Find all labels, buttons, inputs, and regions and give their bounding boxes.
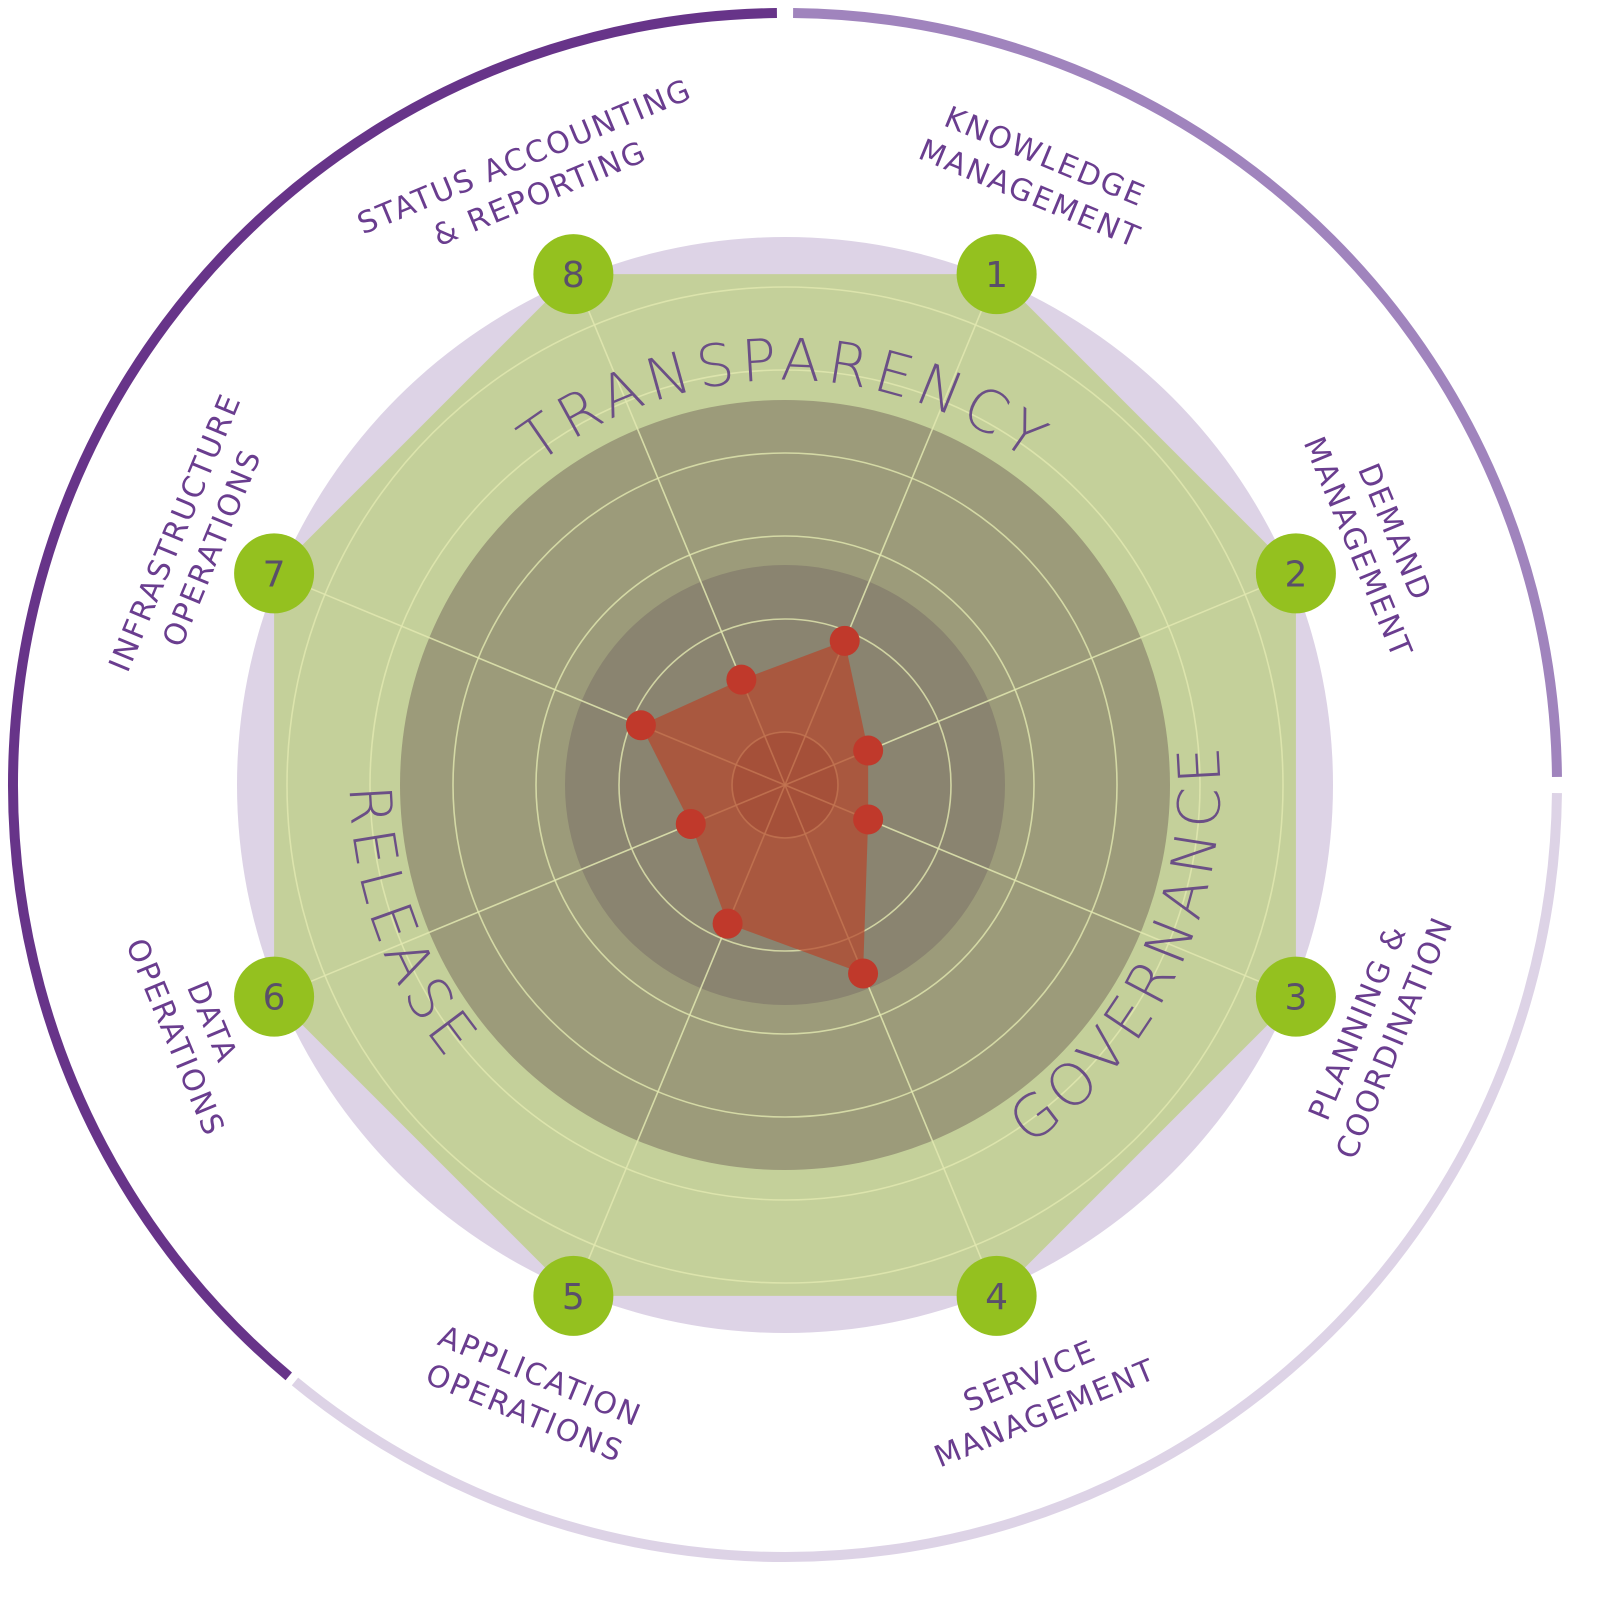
node-number: 7 (263, 554, 286, 595)
axis-node-6: 6 (234, 956, 315, 1037)
node-circle (956, 1255, 1037, 1336)
score-point (726, 664, 757, 695)
score-point (853, 735, 884, 766)
rim-arc-dark (8, 8, 777, 1381)
axis-node-2: 2 (1255, 533, 1336, 614)
axis-node-5: 5 (533, 1255, 614, 1336)
rim-arc-light (291, 793, 1562, 1563)
node-circle (234, 533, 315, 614)
grid-circle (535, 535, 1035, 1035)
grid-circle (618, 618, 952, 952)
score-point (625, 710, 656, 741)
node-number: 8 (562, 255, 585, 296)
node-number: 1 (985, 255, 1008, 296)
category-label-3: PLANNING &COORDINATION (1302, 911, 1461, 1164)
axis-node-7: 7 (234, 533, 315, 614)
rim-arc-mid (793, 8, 1562, 777)
node-number: 6 (263, 978, 286, 1019)
score-point (712, 908, 743, 939)
axis-node-1: 1 (956, 234, 1037, 315)
score-point (675, 809, 706, 840)
grid-circle (452, 452, 1118, 1118)
grid-circle (369, 369, 1201, 1201)
node-number: 4 (985, 1277, 1008, 1318)
axis-node-8: 8 (533, 234, 614, 315)
axis-nodes: 1 2 3 4 5 6 7 8 (234, 234, 1336, 1336)
node-circle (1255, 533, 1336, 614)
score-polygon (640, 640, 869, 974)
node-circle (234, 956, 315, 1037)
score-point (848, 958, 879, 989)
axis-node-3: 3 (1255, 956, 1336, 1037)
node-number: 2 (1284, 554, 1307, 595)
category-label-8: STATUS ACCOUNTING& REPORTING (352, 72, 697, 254)
node-number: 5 (562, 1277, 585, 1318)
node-circle (533, 234, 614, 315)
score-point (853, 804, 884, 835)
axis-node-4: 4 (956, 1255, 1037, 1336)
node-circle (1255, 956, 1336, 1037)
grid-circle (286, 286, 1284, 1284)
score-point (829, 625, 860, 656)
node-circle (533, 1255, 614, 1336)
node-circle (956, 234, 1037, 315)
outer-rim (8, 8, 1562, 1563)
node-number: 3 (1284, 978, 1307, 1019)
score-points (625, 625, 884, 989)
